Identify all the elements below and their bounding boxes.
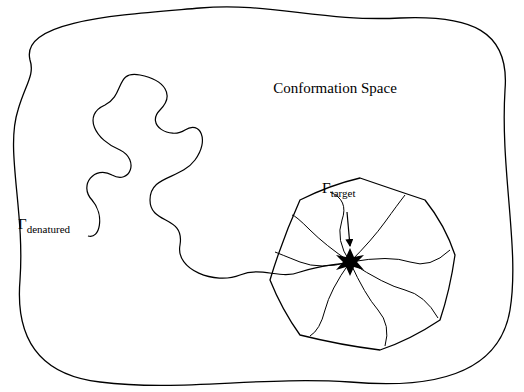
target-basin [270, 178, 455, 350]
target-star [336, 248, 364, 276]
space-outline [14, 7, 513, 386]
space-title: Conformation Space [273, 79, 397, 97]
denatured-path [87, 74, 350, 278]
denatured-label: Γdenatured [18, 215, 70, 236]
target-arrow [347, 212, 350, 246]
target-label: Γtarget [322, 179, 356, 200]
basin-paths [275, 192, 450, 346]
